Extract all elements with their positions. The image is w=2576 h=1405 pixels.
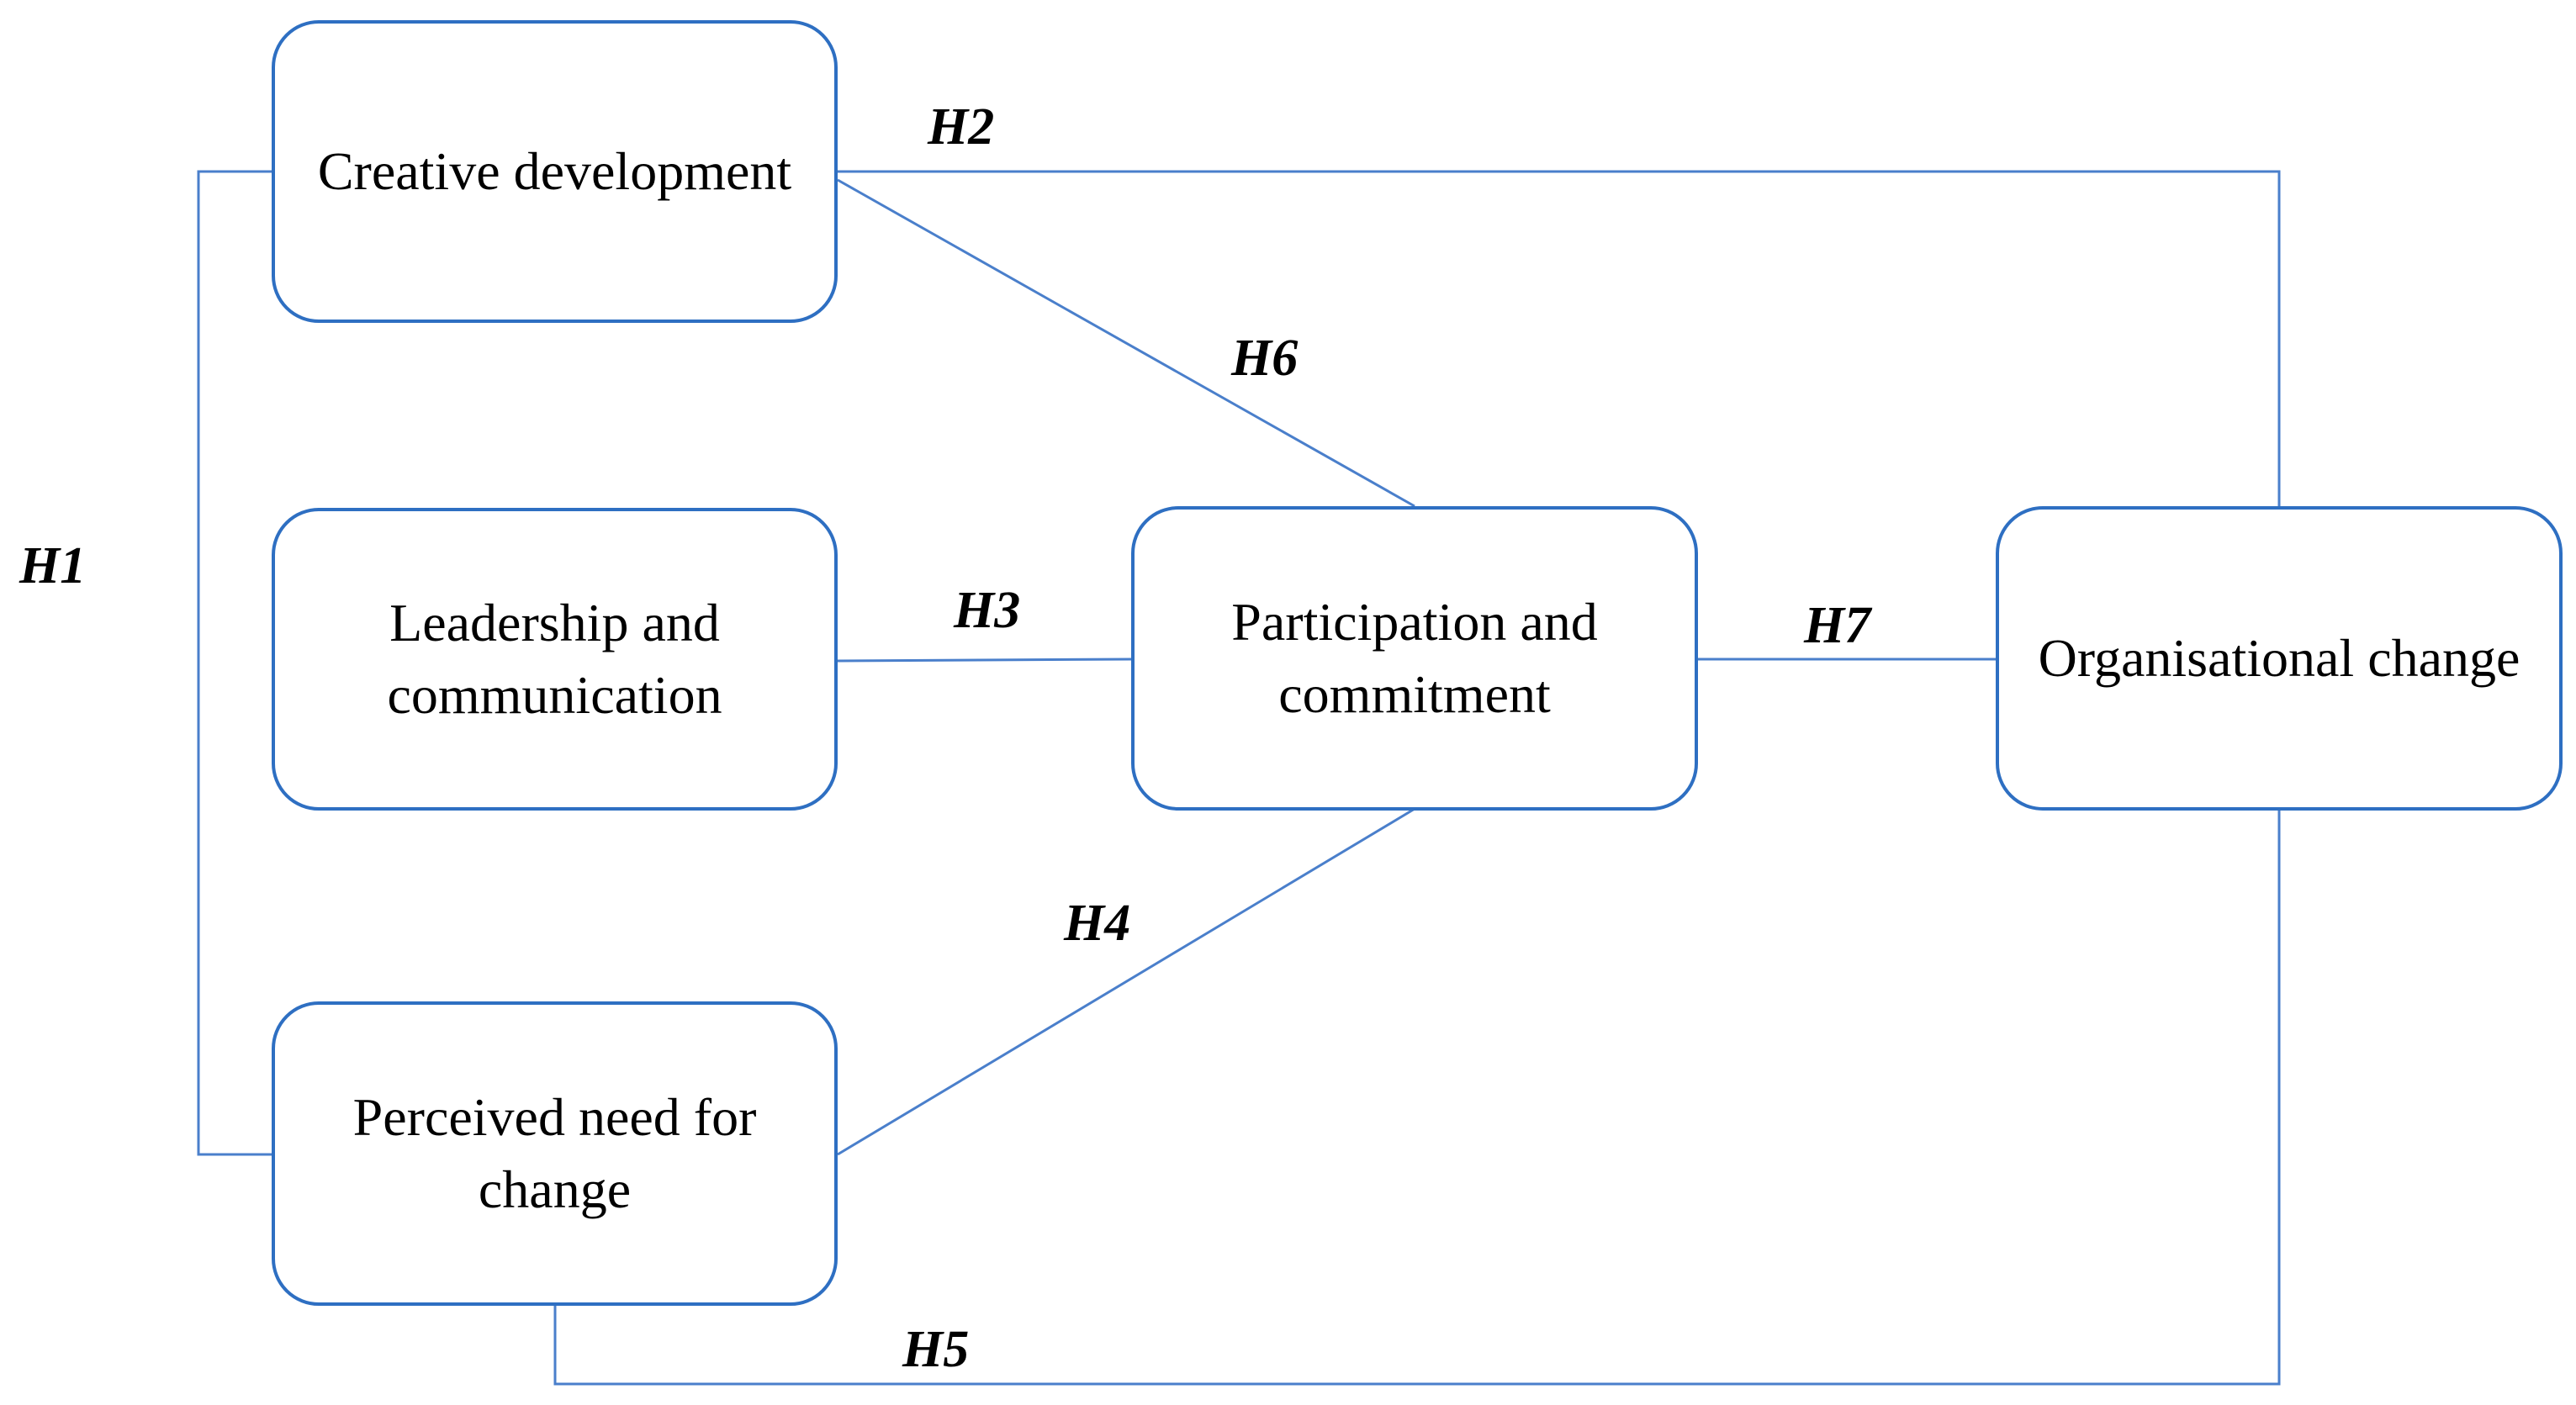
edge-label-h6: H6: [1231, 330, 1299, 387]
edge-h1-line: [197, 170, 276, 1156]
node-perceived-need: Perceived need for change: [272, 1001, 838, 1306]
node-leadership-communication-label: Leadership and communication: [387, 593, 722, 725]
edge-label-h3: H3: [954, 582, 1021, 639]
edge-h5-line: [553, 811, 2281, 1386]
edge-h4-line: [837, 807, 1415, 1156]
edge-label-h5: H5: [902, 1321, 970, 1378]
edge-label-h1: H1: [19, 537, 87, 594]
node-organisational-change-label: Organisational change: [2038, 628, 2520, 689]
edge-h3-line: [837, 658, 1132, 663]
edge-h6-line: [837, 178, 1415, 508]
edge-label-h7: H7: [1804, 597, 1871, 654]
node-perceived-need-label: Perceived need for change: [352, 1087, 757, 1219]
node-leadership-communication: Leadership and communication: [272, 508, 838, 811]
node-organisational-change: Organisational change: [1996, 506, 2563, 811]
edge-label-h4: H4: [1064, 895, 1131, 952]
node-participation-commitment-label: Participation and commitment: [1231, 592, 1598, 724]
edge-h2-line: [838, 170, 2281, 506]
node-creative-development-label: Creative development: [317, 141, 792, 202]
edge-label-h2: H2: [928, 98, 995, 156]
node-creative-development: Creative development: [272, 20, 838, 323]
node-participation-commitment: Participation and commitment: [1131, 506, 1698, 811]
